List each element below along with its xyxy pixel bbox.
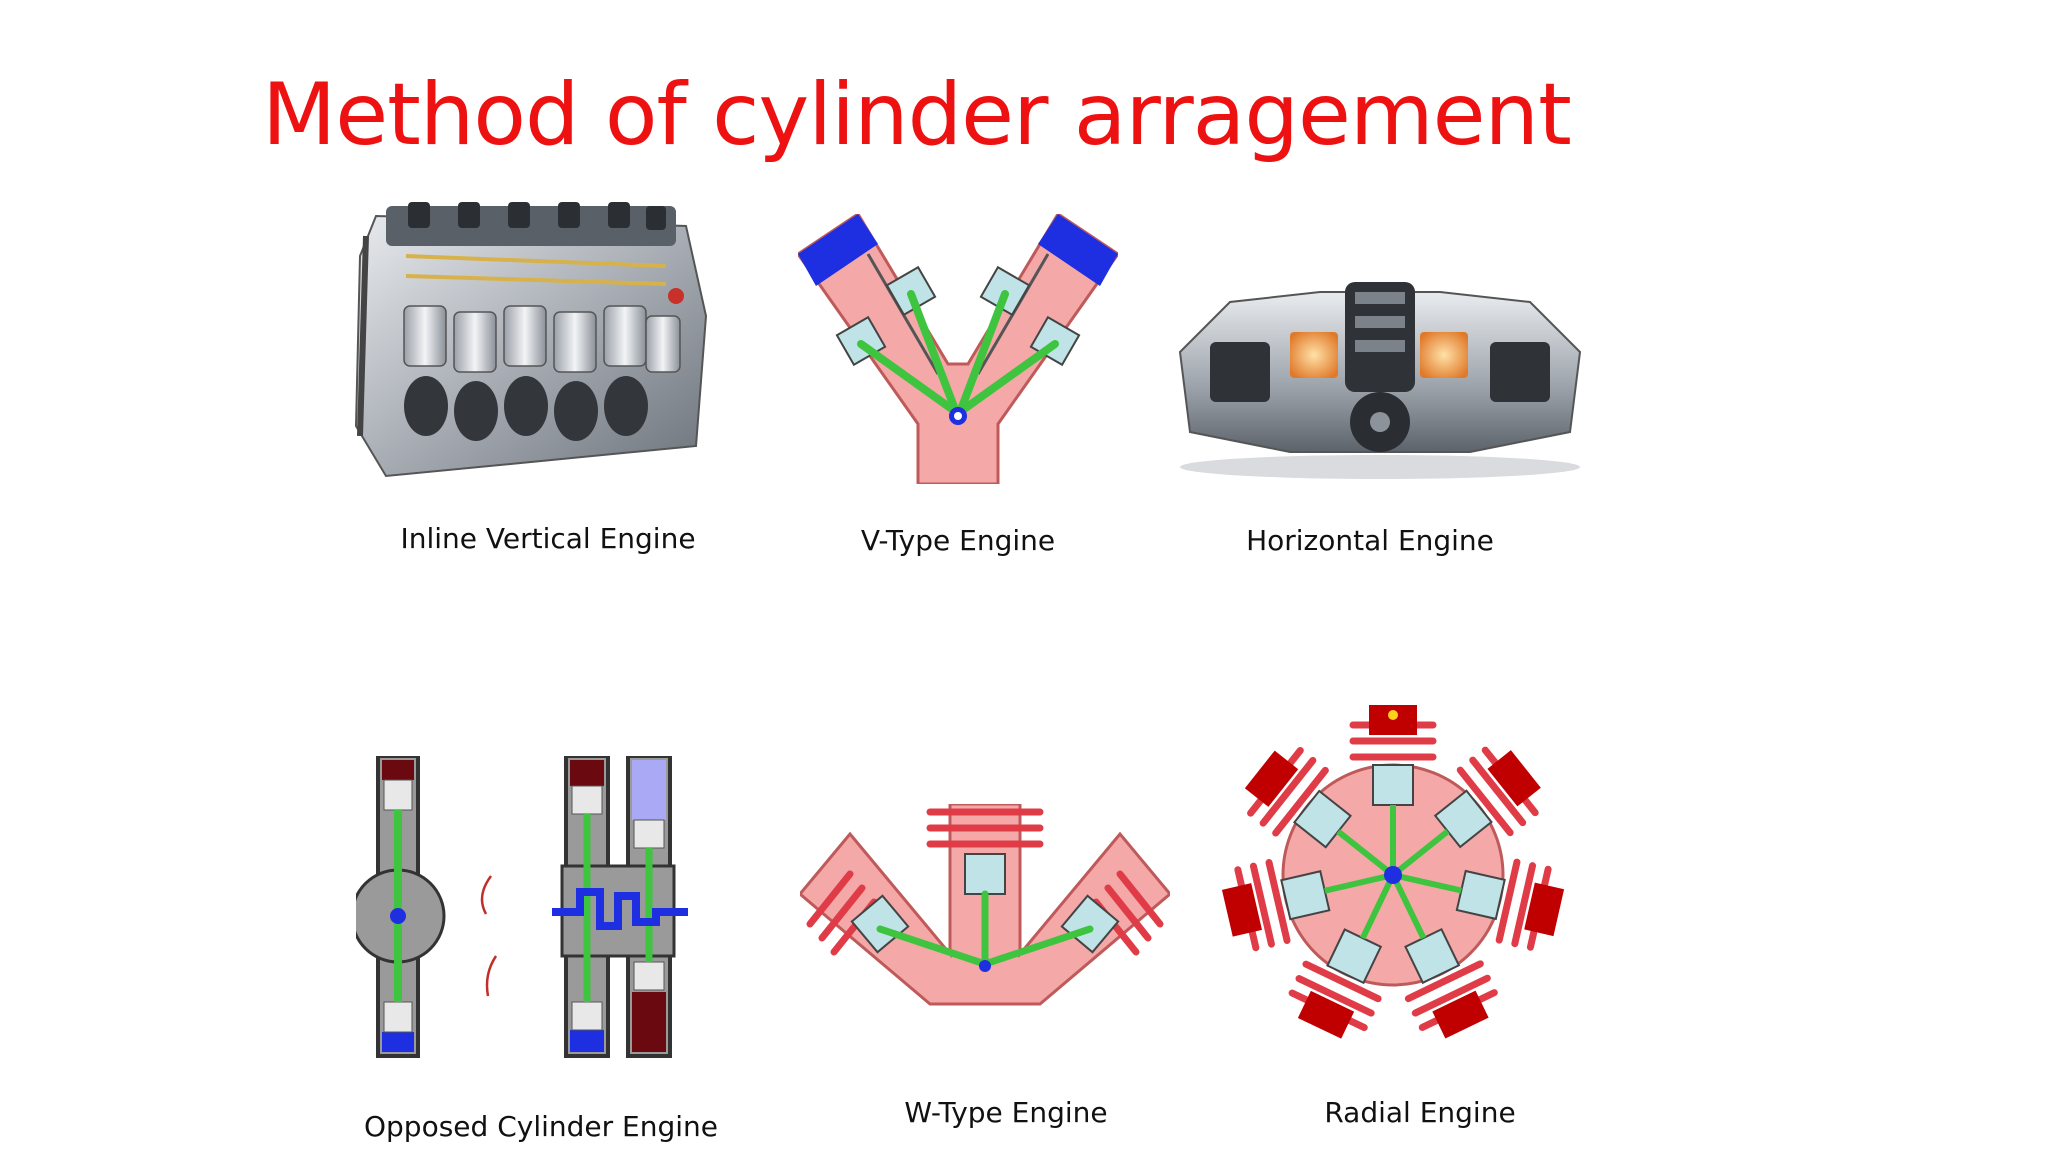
caption-vtype: V-Type Engine [860, 524, 1056, 557]
slide-title: Method of cylinder arragement [262, 65, 1572, 165]
caption-horizontal: Horizontal Engine [1246, 524, 1494, 557]
caption-radial: Radial Engine [1324, 1096, 1516, 1129]
v-engine-diagram [798, 214, 1118, 484]
inline-engine-photo [354, 202, 708, 478]
caption-wtype: W-Type Engine [904, 1096, 1108, 1129]
horizontal-engine-photo [1178, 282, 1582, 479]
w-engine-diagram [800, 804, 1170, 1006]
caption-opposed: Opposed Cylinder Engine [363, 1110, 719, 1143]
opposed-engine-diagram [356, 756, 688, 1058]
radial-engine-diagram [1218, 705, 1568, 1050]
caption-inline: Inline Vertical Engine [400, 522, 696, 555]
